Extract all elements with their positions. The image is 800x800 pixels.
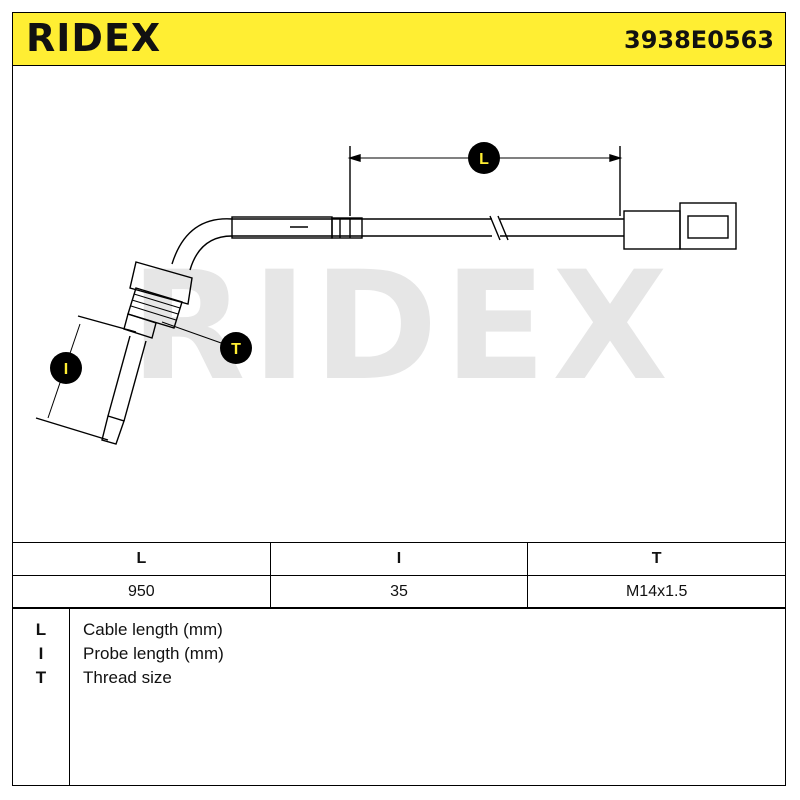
specs-value-row: 950 35 M14x1.5	[12, 575, 786, 609]
specs-col-i: I	[269, 542, 529, 576]
legend-desc-i: Probe length (mm)	[83, 644, 224, 663]
legend-key-l: L	[35, 620, 47, 639]
specs-col-l: L	[12, 542, 271, 576]
watermark-logo: RIDEX	[130, 240, 674, 414]
specs-value-l: 950	[12, 575, 271, 609]
legend-desc-l: Cable length (mm)	[83, 620, 223, 639]
probe-tip	[101, 415, 125, 445]
dim-l-arrow-right	[609, 154, 623, 162]
cable-bend-inner	[189, 235, 233, 271]
legend-keys-column	[13, 608, 70, 785]
cable-bend-outer	[171, 218, 233, 265]
label-t-circle	[220, 332, 252, 364]
cable-break-2	[497, 215, 509, 241]
legend-desc-t: Thread size	[83, 668, 172, 687]
thread-lines	[130, 293, 181, 321]
dim-l-arrow-left	[347, 154, 361, 162]
dim-i-ext-top	[77, 315, 137, 333]
connector-latch	[687, 215, 729, 239]
connector-plug	[679, 202, 737, 250]
probe-right	[123, 340, 147, 422]
label-l: L	[479, 151, 489, 168]
dim-i-ext-bottom	[35, 417, 109, 441]
specs-header-row: L I T	[12, 542, 786, 576]
cable-break-1	[489, 215, 501, 241]
dim-t-leader	[161, 321, 225, 345]
label-i-circle	[50, 352, 82, 384]
hex-nut	[129, 261, 193, 305]
specs-value-i: 35	[269, 575, 529, 609]
legend-key-t: T	[35, 668, 47, 687]
probe-collar	[123, 313, 157, 339]
probe-left	[107, 335, 131, 417]
sensor-drawing: RIDEX	[35, 142, 737, 445]
label-l-circle	[468, 142, 500, 174]
label-t: T	[231, 341, 241, 358]
label-i: I	[64, 361, 68, 378]
brand-logo: RIDEX	[26, 16, 162, 60]
thread-body	[127, 287, 183, 329]
specs-col-t: T	[527, 542, 786, 576]
specs-value-t: M14x1.5	[527, 575, 786, 609]
legend-box: L Cable length (mm) I Probe length (mm) …	[12, 607, 786, 786]
specs-table: L I T 950 35 M14x1.5	[12, 542, 786, 609]
part-number: 3938E0563	[624, 26, 774, 54]
header-bar	[12, 12, 786, 66]
crimp-ring	[331, 217, 363, 239]
legend-key-i: I	[38, 644, 44, 663]
cable-sleeve	[231, 216, 333, 239]
